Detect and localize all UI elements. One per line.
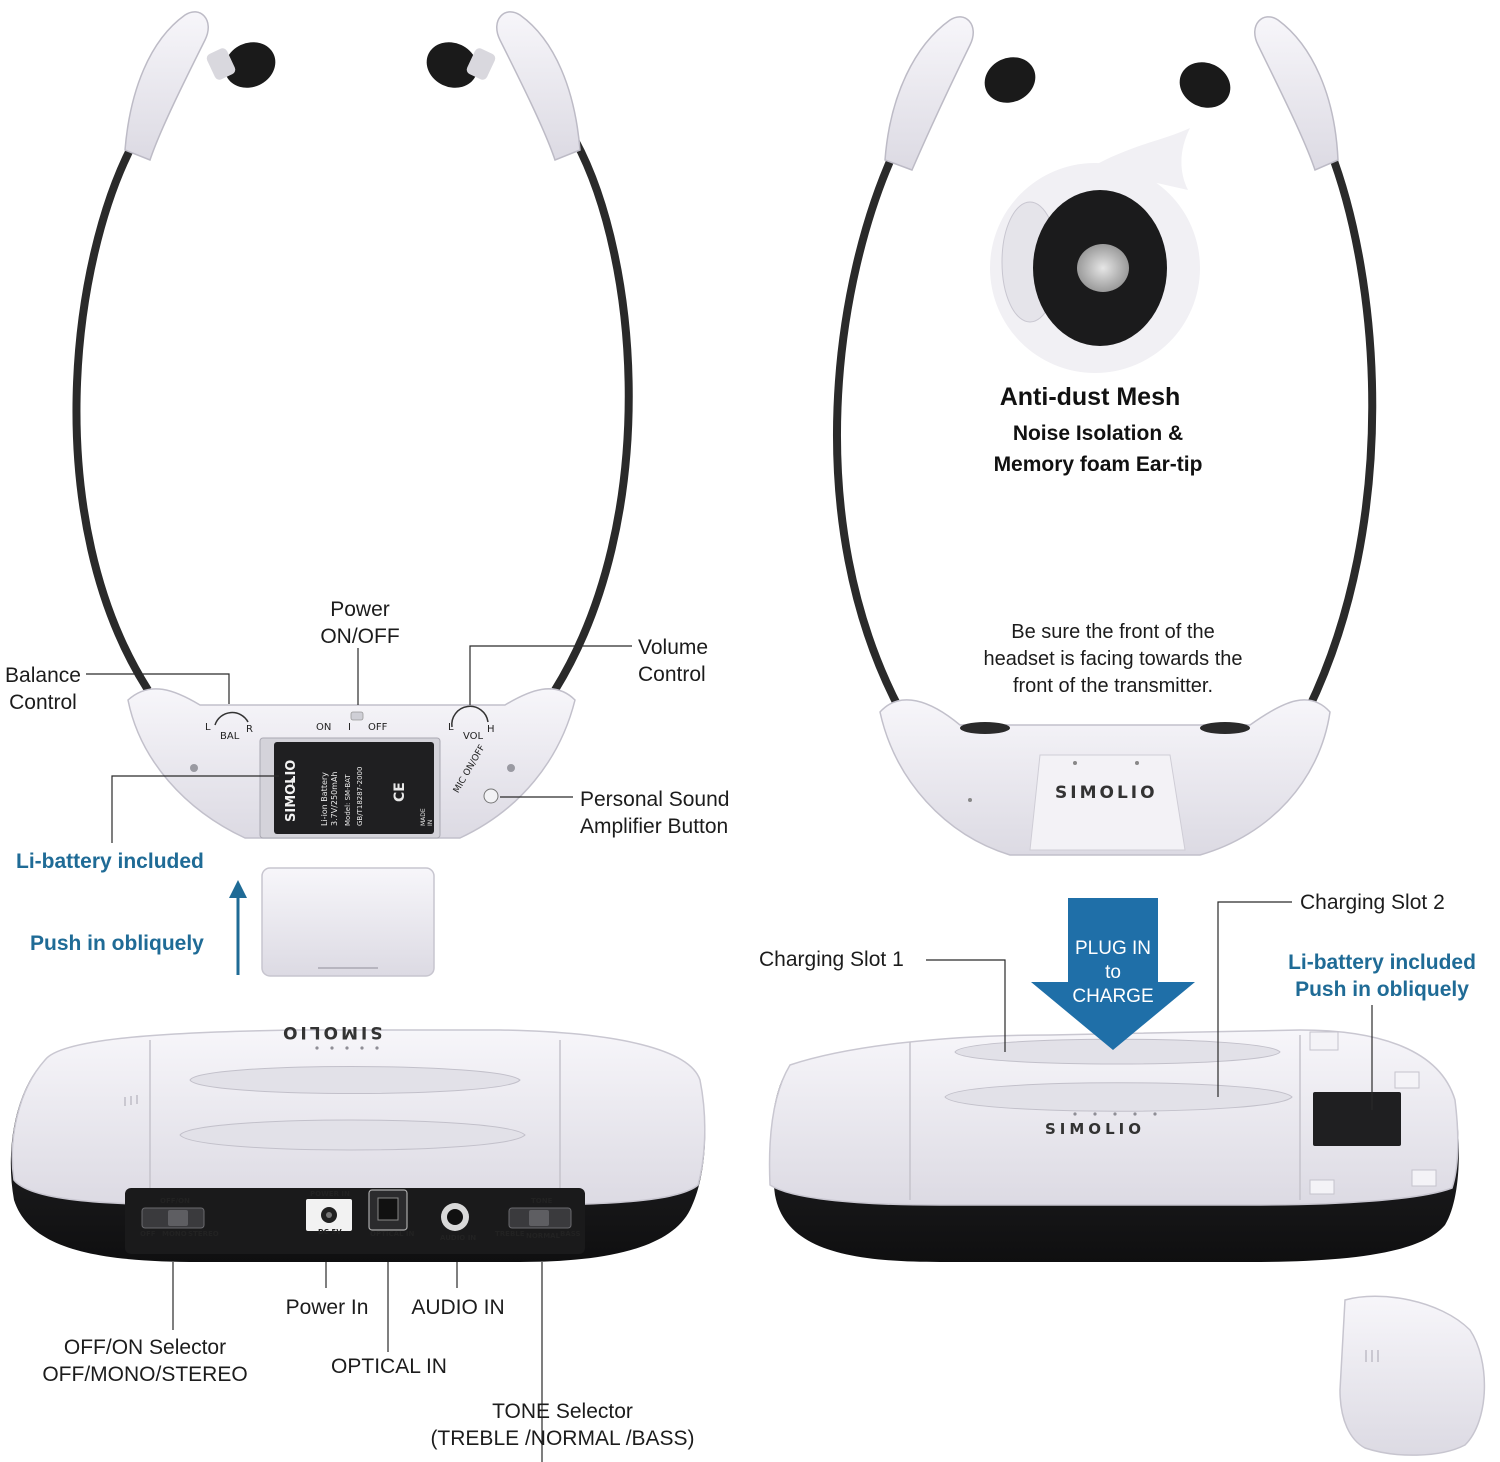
anti-dust-subtitle: Noise Isolation & Memory foam Ear-tip	[993, 422, 1203, 476]
right-battery-window	[1313, 1092, 1401, 1146]
port-power-in: POWER IN	[310, 1190, 350, 1198]
right-transmitter-brand: SIMOLIO	[1045, 1120, 1145, 1138]
charging-slot-2-shape	[944, 1082, 1293, 1112]
volume-label: Volume Control	[638, 636, 709, 686]
left-leader-lines	[86, 645, 632, 1462]
right-headset-band-left	[833, 148, 904, 712]
bal-label: BAL	[220, 731, 240, 742]
right-headset-front-panel	[1029, 754, 1186, 851]
battery-spec: Li-ion Battery 3.7V/250mAh	[320, 771, 339, 827]
power-switch	[350, 711, 364, 721]
port-dc: DC 5V	[318, 1228, 342, 1236]
charging-slot-1-label: Charging Slot 1	[759, 948, 904, 971]
right-headset-brand: SIMOLIO	[1055, 783, 1158, 803]
battery-model: Model: SM-BAT	[344, 774, 352, 826]
battery-label-area: SIMOLIO Li-ion Battery 3.7V/250mAh Model…	[274, 742, 434, 834]
screw-right	[507, 764, 515, 772]
audio-in-label: AUDIO IN	[411, 1296, 505, 1319]
anti-dust-mesh	[1077, 244, 1129, 292]
volume-dial-arc	[451, 705, 489, 728]
balance-dial-arc	[214, 711, 249, 726]
port-tone-title: TONE	[531, 1197, 553, 1205]
battery-cover-left	[261, 867, 435, 977]
port-panel	[125, 1188, 585, 1254]
port-offon-off: OFF	[140, 1230, 156, 1238]
vol-label: VOL	[463, 731, 484, 742]
tone-selector-label: TONE Selector (TREBLE /NORMAL /BASS)	[430, 1400, 695, 1450]
li-battery-left-label: Li-battery included	[16, 850, 204, 873]
left-headset-band-right	[551, 138, 633, 693]
vol-l-label: L	[448, 722, 454, 733]
right-headset-left-stem	[884, 16, 974, 171]
port-tone-normal: NORMAL	[526, 1232, 561, 1240]
front-note: Be sure the front of the headset is faci…	[983, 621, 1243, 697]
left-headset	[72, 11, 633, 839]
bal-l-label: L	[205, 722, 211, 733]
right-headset-left-tip	[984, 57, 1036, 103]
li-battery-right-label: Li-battery included	[1288, 951, 1476, 974]
left-charging-slot-2	[179, 1119, 526, 1151]
right-headset-band-right	[1304, 148, 1377, 712]
balance-label: Balance Control	[5, 664, 81, 714]
mic-button	[483, 788, 499, 804]
optical-in-label: OPTICAL IN	[331, 1355, 447, 1378]
personal-sound-label: Personal Sound Amplifier Button	[580, 788, 730, 838]
left-transmitter	[10, 1029, 706, 1262]
right-ear-tip	[426, 42, 478, 88]
battery-cert: GB/T18287-2000	[356, 766, 364, 826]
switch-on-label: ON	[316, 722, 332, 733]
port-offon-stereo: STEREO	[188, 1230, 219, 1238]
switch-off-label: OFF	[368, 722, 388, 733]
port-offon-mono: MONO	[162, 1230, 187, 1238]
left-headset-band-left	[72, 138, 152, 693]
right-headset-right-tip	[1179, 62, 1231, 108]
right-earpiece-stem	[496, 11, 581, 161]
eartip-zoom-bubble	[990, 128, 1200, 373]
push-left-label: Push in obliquely	[30, 932, 204, 955]
push-arrow-head	[229, 880, 247, 898]
right-headset-dial-left	[960, 722, 1010, 734]
anti-dust-title: Anti-dust Mesh	[999, 383, 1181, 411]
plug-in-arrow	[1031, 898, 1195, 1050]
left-transmitter-brand: SIMOLIO	[280, 1022, 383, 1042]
right-headset	[833, 16, 1377, 856]
port-offon-title: OFF/ON	[160, 1197, 190, 1205]
left-ear-tip	[224, 42, 276, 88]
port-tone-bass: BASS	[560, 1230, 581, 1238]
right-headset-dial-right	[1200, 722, 1250, 734]
port-optical-in: OPTICAL IN	[370, 1230, 415, 1238]
charging-slot-2-label: Charging Slot 2	[1300, 891, 1445, 914]
left-earpiece-stem	[124, 11, 209, 161]
battery-pack	[274, 742, 434, 834]
plug-in-label: PLUG IN to CHARGE	[1072, 938, 1154, 1007]
power-label: Power ON/OFF	[320, 598, 400, 648]
transmitter-dots-left	[315, 1046, 379, 1050]
battery-up-arrow-icon: ↑	[288, 772, 297, 792]
charging-slot-1-shape	[954, 1038, 1281, 1065]
grip-lines-left	[124, 1095, 138, 1106]
right-transmitter-top	[768, 1029, 1459, 1206]
vol-h-label: H	[487, 724, 495, 735]
power-in-label: Power In	[285, 1296, 369, 1319]
bal-r-label: R	[246, 724, 253, 735]
right-leader-lines	[926, 901, 1373, 1110]
switch-mid-label: I	[348, 722, 351, 733]
left-charging-slot-1	[189, 1066, 521, 1094]
right-transmitter	[768, 1029, 1459, 1262]
offon-selector-label: OFF/ON Selector OFF/MONO/STEREO	[42, 1336, 248, 1386]
right-headset-right-stem	[1254, 16, 1339, 172]
left-transmitter-top	[11, 1029, 706, 1206]
ce-mark: CE	[392, 782, 408, 802]
screw-left	[190, 764, 198, 772]
port-tone-treble: TREBLE	[495, 1230, 525, 1238]
push-right-label: Push in obliquely	[1295, 978, 1469, 1001]
battery-made: MADE IN CHINA	[420, 808, 434, 826]
port-audio-in: AUDIO IN	[440, 1234, 477, 1242]
battery-cover-right	[1339, 1295, 1486, 1456]
